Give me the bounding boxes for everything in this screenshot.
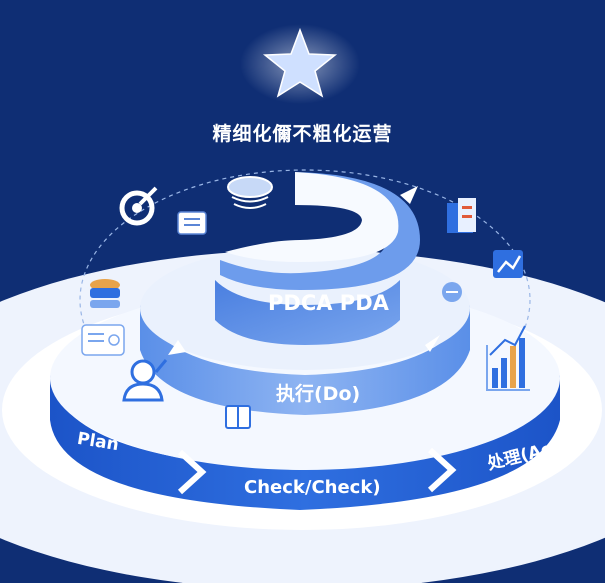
middle-tier-side — [140, 305, 470, 415]
spiral-ribbon-top — [225, 172, 399, 262]
diagram-title: 精细化儞不粗化运营 — [212, 123, 393, 145]
form-icon — [81, 324, 125, 356]
target-icon — [119, 186, 158, 226]
center-label: PDCA PDA — [268, 291, 389, 315]
star-icon — [262, 27, 338, 98]
bar-panel-icon — [447, 198, 476, 233]
link-icon — [442, 282, 462, 302]
top-tier-side — [215, 280, 400, 345]
do-label: 执行(Do) — [276, 383, 361, 405]
check-label: Check/Check) — [244, 477, 381, 498]
database-icon — [90, 279, 120, 308]
arrow-right-icon — [425, 335, 440, 352]
chevron-left-icon — [177, 449, 207, 495]
document-icon — [177, 211, 207, 235]
cloud-icon — [227, 176, 273, 209]
arrow-left-icon — [168, 340, 186, 355]
base-tier-side — [50, 375, 560, 510]
box-icon — [225, 405, 251, 429]
trend-icon — [493, 250, 523, 278]
bar-chart-icon — [486, 325, 530, 391]
arrow-up-right-icon — [400, 186, 418, 204]
chevron-right-icon — [427, 447, 457, 493]
person-icon — [122, 359, 168, 402]
